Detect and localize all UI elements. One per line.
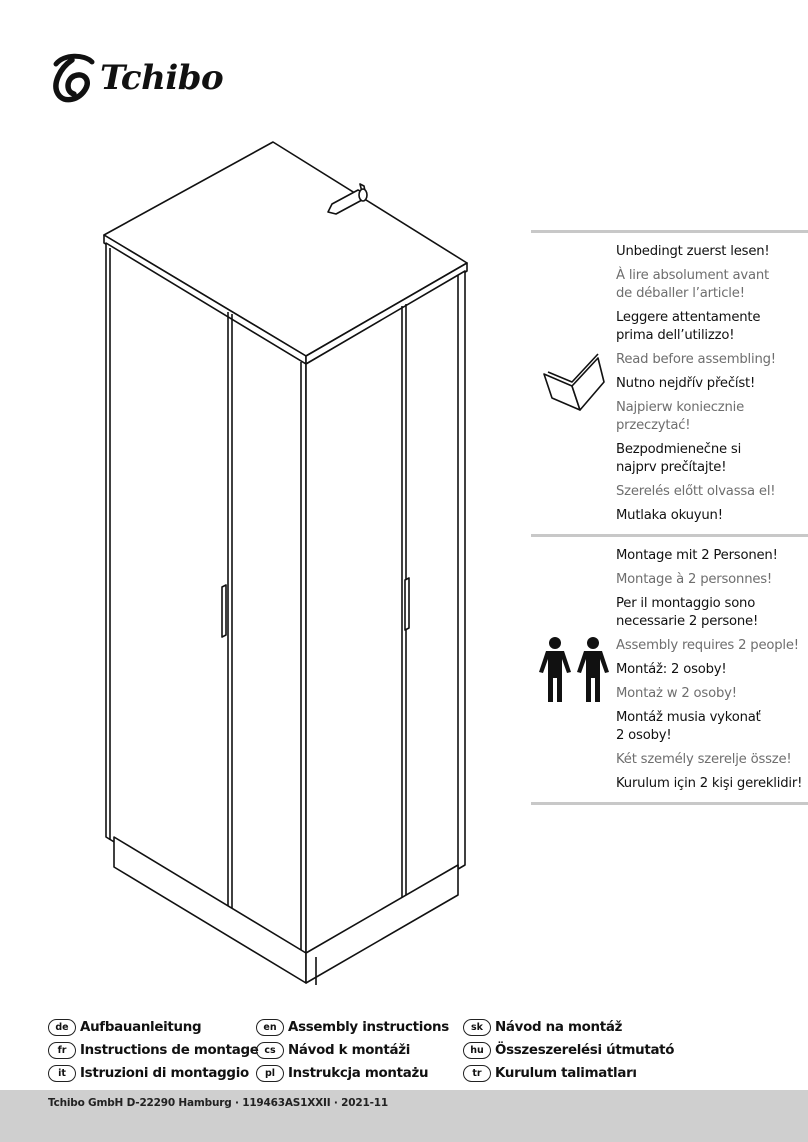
language-item: hu Összeszerelési útmutató [463, 1039, 674, 1062]
language-code-badge: hu [463, 1042, 491, 1059]
read-first-note: Leggere attentamente prima dell’utilizzo… [616, 310, 761, 343]
language-item: pl Instrukcja montażu [256, 1062, 449, 1085]
language-title: Instructions de montage [80, 1043, 259, 1058]
language-code-badge: de [48, 1019, 76, 1036]
brand-name: Tchibo [100, 58, 224, 98]
language-code-badge: sk [463, 1019, 491, 1036]
wardrobe-illustration [103, 141, 468, 985]
language-item: sk Návod na montáž [463, 1016, 674, 1039]
footer-imprint: Tchibo GmbH D-22290 Hamburg · 119463AS1X… [48, 1097, 388, 1109]
two-people-note: Két személy szerelje össze! [616, 752, 792, 767]
language-item: tr Kurulum talimatları [463, 1062, 674, 1085]
two-people-icon [539, 637, 609, 702]
read-first-note: Unbedingt zuerst lesen! [616, 244, 770, 259]
two-people-note: Montáž musia vykonať 2 osoby! [616, 710, 761, 743]
language-title: Návod na montáž [495, 1020, 623, 1035]
language-title: Istruzioni di montaggio [80, 1066, 249, 1081]
read-first-note: Read before assembling! [616, 352, 776, 367]
language-title: Assembly instructions [288, 1020, 449, 1035]
language-item: en Assembly instructions [256, 1016, 449, 1039]
footer-bar [0, 1090, 808, 1142]
tchibo-logo-mark-icon [53, 53, 95, 103]
open-book-icon [543, 353, 605, 411]
language-code-badge: it [48, 1065, 76, 1082]
tchibo-logo: Tchibo [50, 50, 240, 110]
divider-bottom [531, 802, 808, 805]
language-title: Instrukcja montażu [288, 1066, 429, 1081]
language-column-2: en Assembly instructions cs Návod k mont… [256, 1016, 449, 1085]
read-first-note: Najpierw koniecznie przeczytać! [616, 400, 745, 433]
two-people-note: Kurulum için 2 kişi gereklidir! [616, 776, 803, 791]
language-title: Aufbauanleitung [80, 1020, 202, 1035]
language-title: Kurulum talimatları [495, 1066, 637, 1081]
divider-top [531, 230, 808, 233]
language-item: de Aufbauanleitung [48, 1016, 259, 1039]
two-people-notes: Montage mit 2 Personen! Montage à 2 pers… [616, 547, 806, 799]
language-title: Összeszerelési útmutató [495, 1043, 675, 1058]
language-code-badge: pl [256, 1065, 284, 1082]
two-people-note: Montaż w 2 osoby! [616, 686, 737, 701]
language-item: cs Návod k montáži [256, 1039, 449, 1062]
language-title: Návod k montáži [288, 1043, 410, 1058]
read-first-note: À lire absolument avant de déballer l’ar… [616, 268, 769, 301]
language-column-1: de Aufbauanleitung fr Instructions de mo… [48, 1016, 259, 1085]
language-code-badge: en [256, 1019, 284, 1036]
two-people-note: Montage à 2 personnes! [616, 572, 773, 587]
language-code-badge: cs [256, 1042, 284, 1059]
two-people-note: Montáž: 2 osoby! [616, 662, 727, 677]
read-first-note: Bezpodmienečne si najprv prečítajte! [616, 442, 742, 475]
two-people-note: Montage mit 2 Personen! [616, 548, 778, 563]
language-item: fr Instructions de montage [48, 1039, 259, 1062]
language-code-badge: fr [48, 1042, 76, 1059]
language-code-badge: tr [463, 1065, 491, 1082]
read-first-note: Mutlaka okuyun! [616, 508, 723, 523]
read-first-note: Szerelés előtt olvassa el! [616, 484, 776, 499]
language-item: it Istruzioni di montaggio [48, 1062, 259, 1085]
two-people-note: Assembly requires 2 people! [616, 638, 799, 653]
two-people-note: Per il montaggio sono necessarie 2 perso… [616, 596, 759, 629]
language-column-3: sk Návod na montáž hu Összeszerelési útm… [463, 1016, 674, 1085]
divider-middle [531, 534, 808, 537]
read-first-notes: Unbedingt zuerst lesen! À lire absolumen… [616, 243, 806, 531]
read-first-note: Nutno nejdřív přečíst! [616, 376, 756, 391]
